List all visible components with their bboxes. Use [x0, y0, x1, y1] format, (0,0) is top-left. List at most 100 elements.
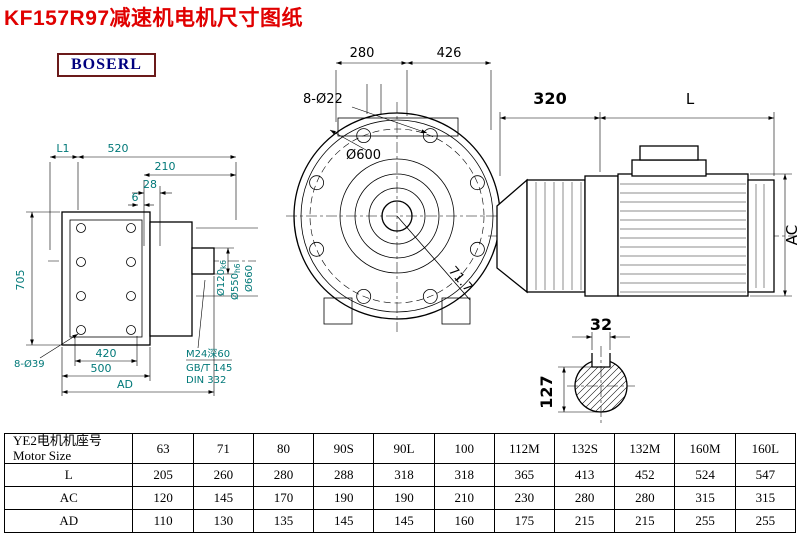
- motor-body: [617, 173, 749, 297]
- col-header-160L: 160L: [734, 433, 797, 464]
- output-shaft: [191, 247, 215, 275]
- header-cn: YE2电机机座号: [13, 433, 102, 449]
- housing-foot-left: [323, 297, 353, 325]
- tap-note: M24深60: [186, 348, 230, 360]
- col-header-100: 100: [433, 433, 495, 464]
- value-cell: 255: [674, 509, 736, 533]
- value-cell: 145: [373, 509, 435, 533]
- value-cell: 190: [313, 486, 375, 510]
- value-cell: 288: [313, 463, 375, 487]
- bolt-holes-label: 8-Ø22: [303, 92, 343, 107]
- dim-L1-label: L1: [56, 142, 69, 155]
- value-cell: 215: [554, 509, 616, 533]
- motor-flange: [584, 175, 619, 297]
- value-cell: 130: [192, 509, 254, 533]
- value-cell: 524: [674, 463, 736, 487]
- value-cell: 255: [734, 509, 797, 533]
- adapter-fins: [535, 182, 582, 290]
- dim-500-label: 500: [91, 362, 112, 375]
- col-header-132M: 132M: [614, 433, 676, 464]
- value-cell: 315: [674, 486, 736, 510]
- flange-bolt-holes: [76, 223, 136, 335]
- table-row-AC: AC 120 145 170 190 190 210 230 280 280 3…: [3, 486, 797, 510]
- dim-320-label: 320: [533, 89, 566, 108]
- dim-705-label: 705: [14, 270, 27, 291]
- dim-6-label: 6: [132, 191, 139, 204]
- value-cell: 280: [614, 486, 676, 510]
- dim-280-label: 280: [350, 46, 375, 61]
- value-cell: 280: [252, 463, 315, 487]
- table-row-L: L 205 260 280 288 318 318 365 413 452 52…: [3, 463, 797, 487]
- col-header-71: 71: [192, 433, 254, 464]
- motor-fins: [620, 183, 746, 293]
- flange-od-label: Ø660: [243, 265, 255, 292]
- technical-drawing: 71.7 280 426 8-Ø22 Ø600: [14, 46, 800, 424]
- reducer-side-view: L1 520 210 28 6 705 420 500: [14, 142, 258, 396]
- flange-diameter-label: Ø600: [346, 148, 381, 163]
- terminal-box-base: [631, 159, 707, 177]
- shaft-diameter-label: Ø120k6: [215, 260, 228, 296]
- dim-L-label: L: [686, 90, 695, 108]
- col-header-90S: 90S: [313, 433, 375, 464]
- motor-size-header-cell: YE2电机机座号 Motor Size: [3, 433, 134, 464]
- value-cell: 145: [192, 486, 254, 510]
- value-cell: 120: [132, 486, 194, 510]
- col-header-160M: 160M: [674, 433, 736, 464]
- value-cell: 315: [734, 486, 797, 510]
- dim-426-label: 426: [437, 46, 462, 61]
- value-cell: 145: [313, 509, 375, 533]
- value-cell: 210: [433, 486, 495, 510]
- standard-note-2: DIN 332: [186, 375, 226, 386]
- value-cell: 170: [252, 486, 315, 510]
- value-cell: 547: [734, 463, 797, 487]
- motor-dimension-table: YE2电机机座号 Motor Size 63 71 80 90S 90L 100…: [3, 433, 797, 533]
- value-cell: 230: [493, 486, 556, 510]
- standard-note-1: GB/T 145: [186, 363, 232, 374]
- dim-28-label: 28: [143, 178, 157, 191]
- col-header-90L: 90L: [373, 433, 435, 464]
- col-header-63: 63: [132, 433, 194, 464]
- col-header-112M: 112M: [493, 433, 556, 464]
- spigot-diameter-label: Ø550h6: [229, 263, 242, 300]
- fan-cover: [747, 179, 775, 293]
- dim-AC-label: AC: [783, 225, 800, 245]
- input-bell: [496, 178, 528, 294]
- motor-side-view: 320 L AC: [488, 89, 800, 297]
- col-header-132S: 132S: [554, 433, 616, 464]
- table-row-AD: AD 110 130 135 145 145 160 175 215 215 2…: [3, 509, 797, 533]
- front-flange-view: 71.7 280 426 8-Ø22 Ø600: [286, 46, 508, 332]
- dim-420-label: 420: [96, 347, 117, 360]
- value-cell: 135: [252, 509, 315, 533]
- gear-housing: [149, 221, 193, 337]
- value-cell: 280: [554, 486, 616, 510]
- output-flange-plate: [61, 211, 151, 346]
- value-cell: 160: [433, 509, 495, 533]
- header-en: Motor Size: [13, 447, 72, 463]
- row-label-AD: AD: [3, 509, 134, 533]
- value-cell: 215: [614, 509, 676, 533]
- shaft-cross-section: 32 127: [537, 315, 635, 424]
- page-title: KF157R97减速机电机尺寸图纸: [4, 7, 304, 30]
- row-label-L: L: [3, 463, 134, 487]
- logo-text: BOSERL: [71, 56, 142, 73]
- col-header-80: 80: [252, 433, 315, 464]
- shaft-bore: [381, 200, 413, 232]
- value-cell: 190: [373, 486, 435, 510]
- dim-127-label: 127: [537, 375, 556, 408]
- terminal-box: [639, 145, 699, 161]
- dim-210-label: 210: [155, 160, 176, 173]
- value-cell: 318: [373, 463, 435, 487]
- angle-label: 71.7: [445, 264, 475, 296]
- boserl-logo: BOSERL: [57, 53, 156, 77]
- housing-foot-right: [441, 297, 471, 325]
- row-label-AC: AC: [3, 486, 134, 510]
- bolt-holes: [309, 128, 485, 304]
- value-cell: 318: [433, 463, 495, 487]
- table-header-row: YE2电机机座号 Motor Size 63 71 80 90S 90L 100…: [3, 433, 797, 464]
- value-cell: 365: [493, 463, 556, 487]
- dim-32-label: 32: [590, 315, 612, 334]
- value-cell: 413: [554, 463, 616, 487]
- flange-bolt-holes-label: 8-Ø39: [14, 358, 45, 370]
- bolt-circle: [309, 128, 485, 304]
